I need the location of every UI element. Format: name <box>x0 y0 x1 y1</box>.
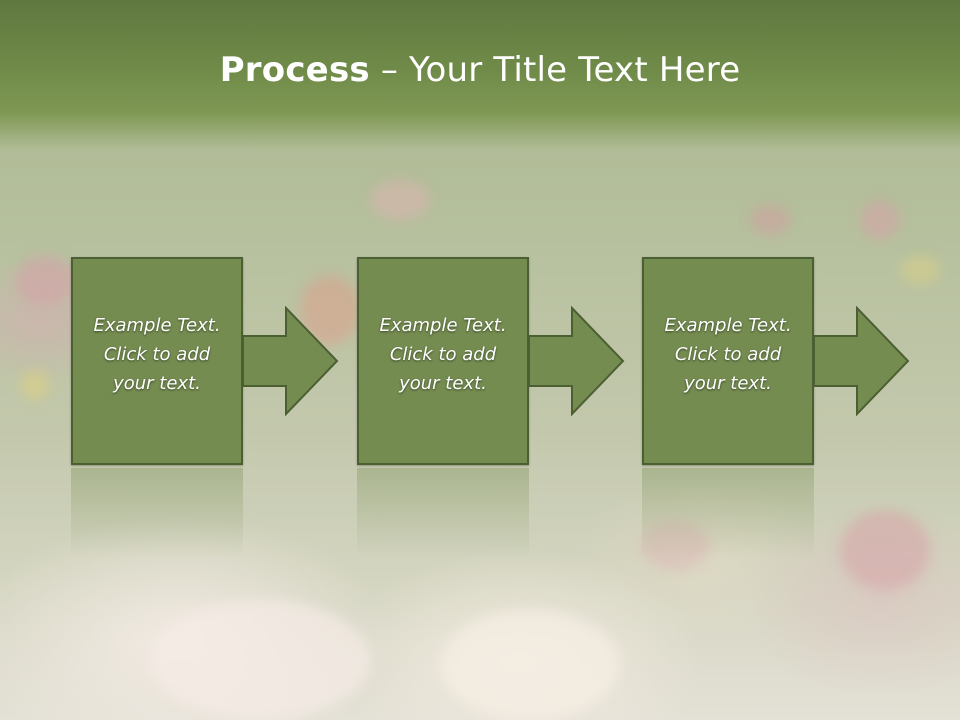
background-flower-blur <box>15 255 75 305</box>
background-flower-blur <box>370 180 430 220</box>
process-step-3[interactable]: Example Text. Click to add your text. <box>642 257 814 465</box>
step-reflection <box>642 468 814 558</box>
background-flower-blur <box>440 610 620 720</box>
right-arrow-icon <box>814 306 910 416</box>
right-arrow-icon <box>243 306 339 416</box>
slide-title-bold: Process <box>219 50 370 90</box>
process-step-2[interactable]: Example Text. Click to add your text. <box>357 257 529 465</box>
background-flower-blur <box>860 200 900 240</box>
right-arrow-icon <box>529 306 625 416</box>
slide-title[interactable]: Process – Your Title Text Here <box>0 50 960 90</box>
background-flower-blur <box>20 370 50 400</box>
step-reflection <box>71 468 243 558</box>
background-flower-blur <box>150 600 370 720</box>
step-3-text: Example Text. Click to add your text. <box>664 315 792 394</box>
process-step-1[interactable]: Example Text. Click to add your text. <box>71 257 243 465</box>
background-flower-blur <box>900 255 940 285</box>
step-reflection <box>357 468 529 558</box>
step-2-text: Example Text. Click to add your text. <box>379 315 507 394</box>
background-flower-blur <box>750 205 790 235</box>
background-flower-blur <box>640 520 710 570</box>
slide-title-rest: – Your Title Text Here <box>369 50 741 90</box>
step-1-text: Example Text. Click to add your text. <box>93 315 221 394</box>
title-band <box>0 0 960 150</box>
background-flower-blur <box>840 510 930 590</box>
